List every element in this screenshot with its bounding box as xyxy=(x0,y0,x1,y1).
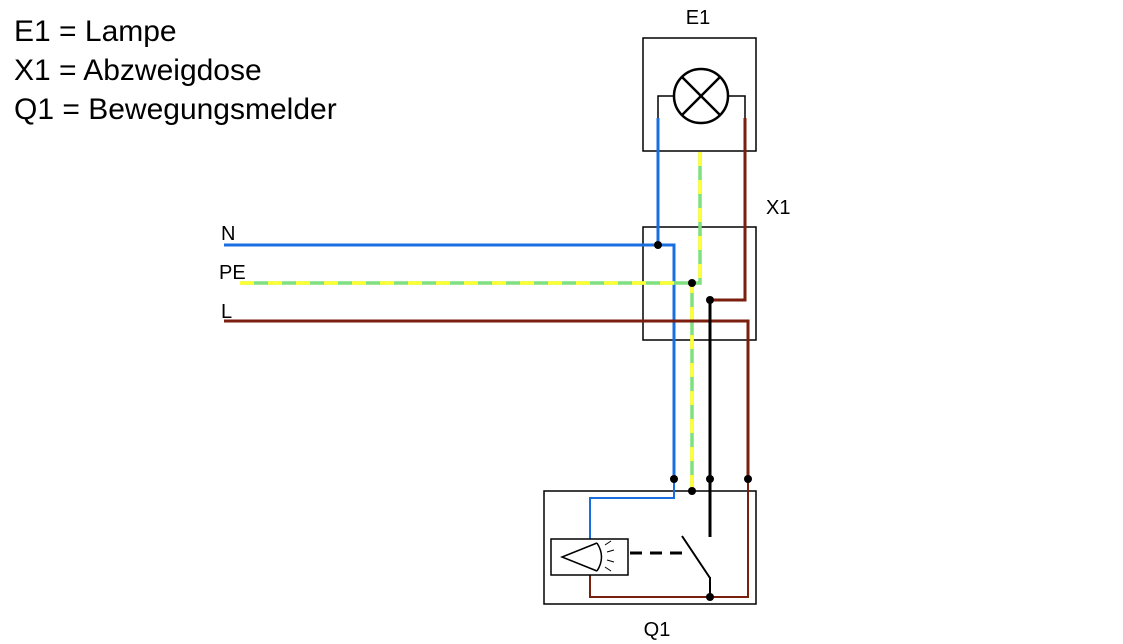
motion-detector-box xyxy=(543,490,757,605)
neutral-label: N xyxy=(221,223,235,245)
terminal-dot-neutral xyxy=(670,475,678,483)
legend-item-motion-detector: Q1 = Bewegungsmelder xyxy=(14,93,337,126)
motion-detector-label: Q1 xyxy=(644,619,671,641)
terminal-dot-line xyxy=(744,475,752,483)
switch-dot-line xyxy=(706,593,714,601)
line-label: L xyxy=(221,301,232,323)
junction-box-label: X1 xyxy=(766,197,790,219)
legend-item-lamp: E1 = Lampe xyxy=(14,15,177,48)
lamp-symbol xyxy=(657,67,746,125)
junction-dot-neutral xyxy=(654,241,662,249)
neutral-wire xyxy=(224,118,676,560)
line-wire xyxy=(224,118,750,598)
protective-earth-label: PE xyxy=(219,262,246,284)
terminal-dot-switched xyxy=(706,475,714,483)
connection-points xyxy=(654,241,752,601)
junction-dot-earth xyxy=(688,279,696,287)
terminal-dot-earth xyxy=(688,487,696,495)
motion-sensor-symbol xyxy=(550,538,629,576)
legend: E1 = Lampe X1 = Abzweigdose Q1 = Bewegun… xyxy=(14,12,337,129)
relay-switch xyxy=(630,535,711,579)
junction-dot-line xyxy=(706,296,714,304)
lamp-label: E1 xyxy=(686,7,710,29)
lamp-box xyxy=(642,37,757,152)
legend-item-junction-box: X1 = Abzweigdose xyxy=(14,54,262,87)
